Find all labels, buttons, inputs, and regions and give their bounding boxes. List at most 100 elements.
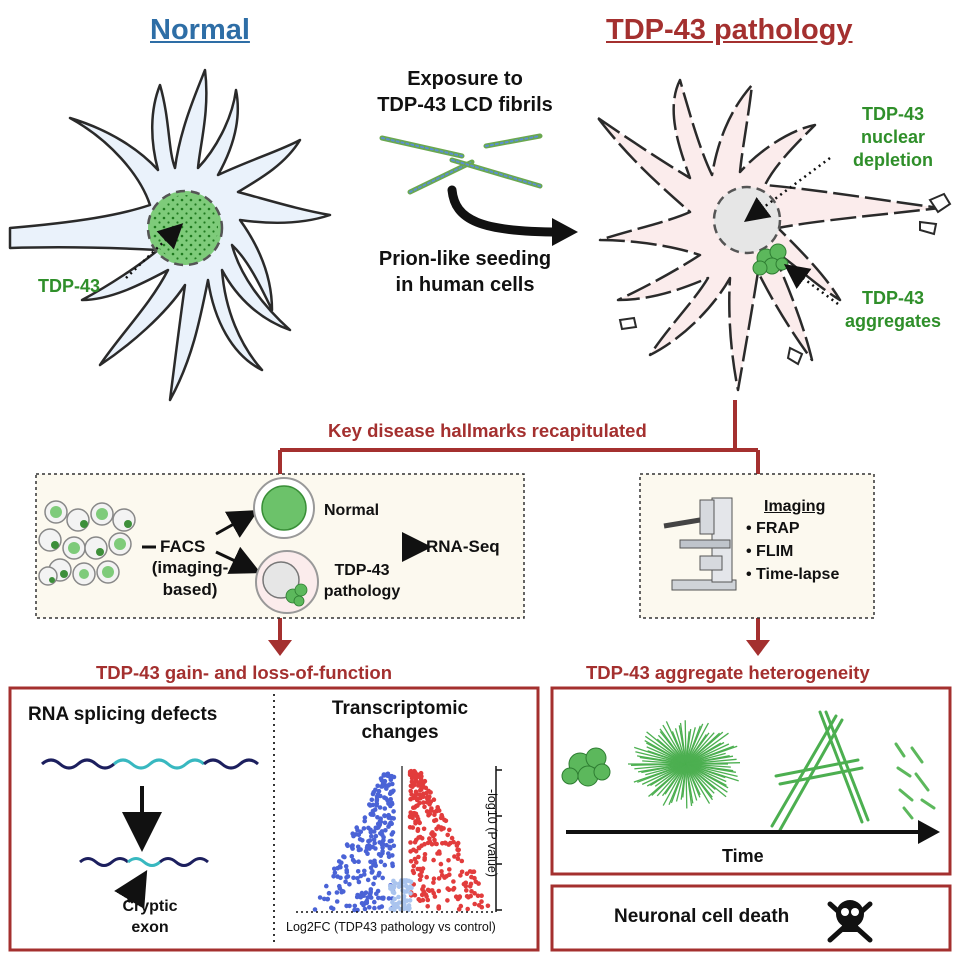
volcano-point [368,859,373,865]
fibril-strand [685,763,729,789]
volcano-point [386,896,392,901]
volcano-point [416,897,421,902]
arrow-to-gain-loss [268,640,292,656]
volcano-point [380,849,385,854]
volcano-point [372,840,377,846]
volcano-point [367,905,372,910]
volcano-point [390,781,395,787]
volcano-point [406,907,411,913]
volcano-point [351,833,356,839]
volcano-point [464,871,470,876]
volcano-point [442,840,448,846]
volcano-point [386,812,391,818]
volcano-point [446,858,451,863]
volcano-point [423,892,429,898]
volcano-point [422,855,427,861]
volcano-point [403,880,408,885]
facs-imaging-1: (imaging- [151,558,229,577]
volcano-point [356,879,362,885]
volcano-point [382,813,387,818]
fibril-strand [685,727,696,765]
volcano-point [365,851,370,856]
volcano-point [431,857,436,863]
volcano-point [317,895,323,900]
fibril-strand [685,722,709,765]
volcano-point [437,851,442,856]
volcano-point [365,877,371,883]
seeding-label-2: in human cells [395,274,535,296]
volcano-point [374,798,380,804]
volcano-point [387,838,393,844]
volcano-point [407,898,413,903]
volcano-point [380,875,385,881]
fibril-strand [685,763,701,798]
volcano-point [468,881,474,887]
volcano-point [382,820,388,826]
volcano-point [451,885,457,891]
splicing-title: RNA splicing defects [28,704,218,725]
volcano-point [355,876,360,881]
volcano-point [370,791,376,797]
aggregates-label-2: aggregates [844,311,942,331]
fibril-strand [685,763,715,794]
volcano-point [341,889,346,894]
volcano-point [391,902,397,907]
aggregate-amorphous [561,747,611,787]
volcano-point [355,907,360,913]
volcano-point [379,829,385,834]
volcano-point [413,789,419,795]
volcano-point [466,895,471,900]
volcano-point [408,810,413,815]
arrow-to-heterogeneity [746,640,770,656]
volcano-point [386,801,391,806]
volcano-point [368,889,373,895]
volcano-point [431,797,437,802]
volcano-point [408,840,413,845]
volcano-point [479,899,484,904]
volcano-point [412,839,418,845]
volcano-point [373,833,379,839]
volcano-point [464,888,469,893]
fibril-strand [685,763,698,801]
volcano-point [325,896,330,902]
transcriptomic-title-2: changes [361,722,439,743]
fibril-strand [685,763,711,804]
volcano-point [390,887,395,893]
volcano-point [370,869,375,874]
volcano-point [367,838,373,843]
volcano-point [420,780,425,785]
volcano-point [362,868,367,874]
volcano-point [381,772,387,777]
volcano-point [421,884,426,889]
volcano-point [381,835,386,840]
volcano-point [425,887,431,893]
volcano-point [445,832,450,838]
volcano-point [373,846,378,851]
volcano-point [388,906,394,912]
fibril-strand [684,720,687,765]
volcano-point [411,805,416,810]
volcano-point [418,776,424,782]
volcano-point [378,853,384,858]
volcano-point [373,863,378,869]
volcano-point [382,806,388,811]
volcano-point [368,827,373,833]
volcano-point [390,861,395,866]
volcano-point [412,774,417,780]
volcano-point [391,774,397,780]
volcano-point [355,869,361,874]
volcano-point [358,829,364,835]
volcano-point [374,794,380,799]
nuclear-depletion-2: nuclear [860,127,926,147]
volcano-point [415,816,421,822]
volcano-point [331,874,336,879]
volcano-point [432,894,438,899]
volcano-point [447,827,452,833]
volcano-point [408,891,413,896]
time-label: Time [722,846,764,866]
volcano-point [374,803,379,808]
volcano-point [401,898,407,904]
volcano-point [356,847,362,853]
volcano-point [384,842,389,848]
